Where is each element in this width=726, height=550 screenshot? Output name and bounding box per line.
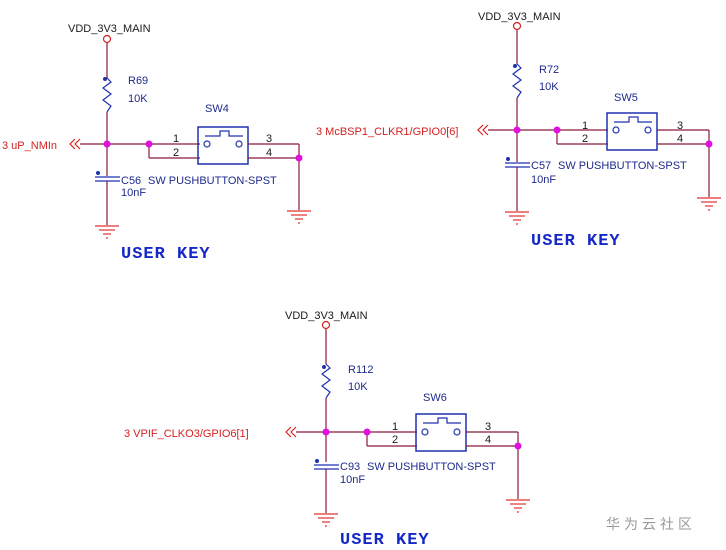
ground-icon <box>94 225 120 239</box>
pin1-dot <box>513 64 517 68</box>
watermark: 华为云社区 <box>606 517 696 533</box>
circuit-sw5: VDD_3V3_MAIN R72 10K 3 McBSP1_CLKR1/GPIO… <box>316 11 722 251</box>
resistor-ref: R72 <box>539 64 559 76</box>
capacitor-value: 10nF <box>121 187 146 199</box>
junction-dot <box>103 140 111 148</box>
junction-dot <box>513 126 521 134</box>
circuit-sw4: VDD_3V3_MAIN R69 10K 3 uP_NMIn C56 SW PU… <box>2 23 312 264</box>
capacitor-ref: C56 <box>121 175 141 187</box>
circuit-sw6: VDD_3V3_MAIN R112 10K 3 VPIF_CLKO3/GPIO6… <box>124 310 531 550</box>
switch-actuator-icon <box>614 116 652 123</box>
power-port-icon <box>102 34 112 44</box>
pin-number: 2 <box>173 147 179 159</box>
pin-number: 1 <box>392 421 398 433</box>
pin-number: 2 <box>392 434 398 446</box>
pin1-dot <box>96 171 100 175</box>
ground-icon <box>286 210 312 224</box>
power-net-label: VDD_3V3_MAIN <box>68 23 151 35</box>
pin-number: 1 <box>173 133 179 145</box>
resistor-icon <box>321 363 331 399</box>
switch-contact-icon <box>421 428 429 436</box>
junction-dot <box>145 140 153 148</box>
port-arrow-icon <box>482 124 489 136</box>
pin-number: 3 <box>266 133 272 145</box>
port-arrow-icon <box>69 138 76 150</box>
switch-type: SW PUSHBUTTON-SPST <box>148 175 277 187</box>
pin-number: 1 <box>582 120 588 132</box>
switch-ref: SW5 <box>614 92 638 104</box>
switch-icon <box>197 126 249 165</box>
net-label: 3 VPIF_CLKO3/GPIO6[1] <box>124 428 249 440</box>
junction-dot <box>514 442 522 450</box>
pin1-dot <box>506 157 510 161</box>
pin-number: 4 <box>677 133 683 145</box>
port-arrow-icon <box>74 138 81 150</box>
switch-type: SW PUSHBUTTON-SPST <box>558 160 687 172</box>
resistor-ref: R69 <box>128 75 148 87</box>
junction-dot <box>363 428 371 436</box>
capacitor-ref: C93 <box>340 461 360 473</box>
capacitor-value: 10nF <box>531 174 556 186</box>
junction-dot <box>705 140 713 148</box>
switch-actuator-icon <box>205 130 243 137</box>
resistor-ref: R112 <box>348 364 373 376</box>
junction-dot <box>553 126 561 134</box>
switch-contact-icon <box>612 126 620 134</box>
power-port-icon <box>512 21 522 31</box>
ground-icon <box>313 513 339 527</box>
resistor-icon <box>512 63 522 99</box>
pin-number: 2 <box>582 133 588 145</box>
capacitor-ref: C57 <box>531 160 551 172</box>
capacitor-value: 10nF <box>340 474 365 486</box>
switch-contact-icon <box>453 428 461 436</box>
pin-number: 4 <box>485 434 491 446</box>
switch-icon <box>606 112 658 151</box>
net-label: 3 McBSP1_CLKR1/GPIO0[6] <box>316 126 458 138</box>
section-title: USER KEY <box>531 232 621 251</box>
ground-icon <box>696 197 722 211</box>
port-arrow-icon <box>290 426 297 438</box>
section-title: USER KEY <box>340 531 430 550</box>
resistor-value: 10K <box>348 381 368 393</box>
switch-ref: SW4 <box>205 103 229 115</box>
power-net-label: VDD_3V3_MAIN <box>478 11 561 23</box>
port-arrow-icon <box>285 426 292 438</box>
pin-number: 4 <box>266 147 272 159</box>
switch-ref: SW6 <box>423 392 447 404</box>
pin1-dot <box>322 365 326 369</box>
pin1-dot <box>315 459 319 463</box>
pin-number: 3 <box>677 120 683 132</box>
power-net-label: VDD_3V3_MAIN <box>285 310 368 322</box>
junction-dot <box>295 154 303 162</box>
resistor-value: 10K <box>128 93 148 105</box>
port-arrow-icon <box>477 124 484 136</box>
section-title: USER KEY <box>121 245 211 264</box>
switch-actuator-icon <box>423 417 461 424</box>
power-port-icon <box>321 320 331 330</box>
switch-contact-icon <box>235 140 243 148</box>
net-label: 3 uP_NMIn <box>2 140 57 152</box>
switch-icon <box>415 413 467 452</box>
ground-icon <box>504 211 530 225</box>
switch-contact-icon <box>644 126 652 134</box>
pin-number: 3 <box>485 421 491 433</box>
pin1-dot <box>103 77 107 81</box>
resistor-icon <box>102 77 112 113</box>
switch-contact-icon <box>203 140 211 148</box>
resistor-value: 10K <box>539 81 559 93</box>
switch-type: SW PUSHBUTTON-SPST <box>367 461 496 473</box>
ground-icon <box>505 499 531 513</box>
junction-dot <box>322 428 330 436</box>
